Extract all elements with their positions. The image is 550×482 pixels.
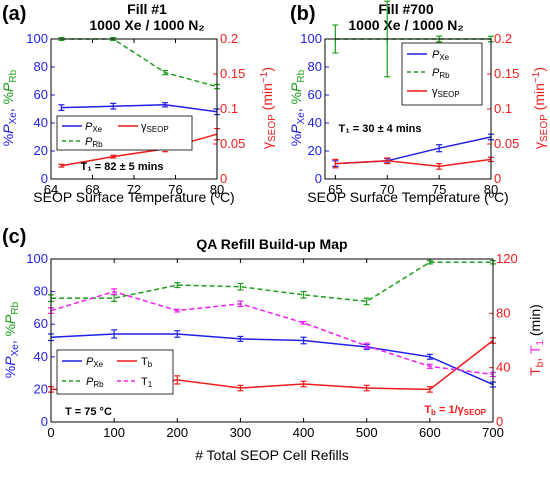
y-right-tick-label: 0.2 bbox=[220, 31, 238, 46]
panel-b-subtitle: 1000 Xe / 1000 N₂ bbox=[348, 17, 463, 33]
y-right-tick-label: 0 bbox=[496, 414, 503, 429]
panel-b: (b) Fill #700 1000 Xe / 1000 N₂ %PXe, %P… bbox=[288, 0, 550, 205]
y-right-tick-label: 40 bbox=[496, 360, 510, 375]
panel-c-annotation-temp: T = 75 °C bbox=[65, 406, 112, 418]
y-left-tick-label: 40 bbox=[308, 115, 322, 130]
y-right-tick-label: 0.1 bbox=[220, 101, 238, 116]
legend-label-prb: PRb bbox=[86, 376, 104, 389]
panel-a-plot-frame bbox=[50, 38, 218, 180]
y-right-tick-label: 120 bbox=[496, 251, 518, 266]
y-left-tick-label: 40 bbox=[34, 115, 48, 130]
panel-b-ylabel-right: γSEOP (min−1) bbox=[531, 67, 550, 149]
panel-a-legend-box bbox=[56, 115, 193, 151]
y-right-tick-label: 0 bbox=[220, 171, 227, 186]
x-tick-label: 200 bbox=[166, 425, 188, 440]
panel-c-legend-box bbox=[56, 349, 174, 395]
x-tick-label: 72 bbox=[127, 182, 141, 197]
x-tick-label: 600 bbox=[419, 425, 441, 440]
panel-a-ylabel-left: %PXe, %PRb bbox=[0, 69, 19, 146]
y-right-tick-label: 0 bbox=[494, 171, 501, 186]
y-right-tick-label: 0.15 bbox=[220, 66, 245, 81]
panel-c-legend: PXe Tb PRb T1 bbox=[56, 349, 174, 395]
y-left-tick-label: 0 bbox=[41, 414, 48, 429]
y-left-tick-label: 20 bbox=[34, 381, 48, 396]
y-right-tick-label: 0.05 bbox=[494, 136, 519, 151]
panel-c: (c) QA Refill Build-up Map %PXe, %PRb Tb… bbox=[2, 226, 546, 463]
y-left-tick-label: 20 bbox=[308, 143, 322, 158]
panel-b-annotation: T₁ = 30 ± 4 mins bbox=[338, 123, 421, 135]
legend-label-pxe: PXe bbox=[432, 49, 450, 62]
x-tick-label: 75 bbox=[432, 182, 446, 197]
panel-c-xlabel: # Total SEOP Cell Refills bbox=[195, 447, 349, 463]
series-line-pxe bbox=[61, 104, 218, 113]
x-tick-label: 65 bbox=[328, 182, 342, 197]
y-right-tick-label: 0.1 bbox=[494, 101, 512, 116]
legend-label-prb: PRb bbox=[85, 136, 103, 149]
x-tick-label: 100 bbox=[103, 425, 125, 440]
panel-c-ylabel-right: Tb, T1 (min) bbox=[527, 304, 546, 376]
x-tick-label: 76 bbox=[168, 182, 182, 197]
x-tick-label: 68 bbox=[85, 182, 99, 197]
legend-label-pxe: PXe bbox=[86, 356, 104, 369]
x-tick-label: 700 bbox=[482, 425, 504, 440]
series-line-prb bbox=[51, 261, 493, 303]
panel-a-label: (a) bbox=[2, 3, 26, 25]
x-tick-label: 64 bbox=[44, 182, 58, 197]
legend-label-gamma: γSEOP bbox=[141, 121, 169, 134]
panel-a-annotation: T₁ = 82 ± 5 mins bbox=[80, 161, 163, 173]
x-tick-label: 400 bbox=[293, 425, 315, 440]
panel-a: (a) Fill #1 1000 Xe / 1000 N₂ %PXe, %PRb… bbox=[0, 1, 278, 205]
panel-a-legend: PXe γSEOP PRb bbox=[56, 115, 193, 151]
y-right-tick-label: 0.05 bbox=[220, 136, 245, 151]
y-left-tick-label: 60 bbox=[308, 87, 322, 102]
legend-label-prb: PRb bbox=[432, 67, 450, 80]
y-left-tick-label: 20 bbox=[34, 143, 48, 158]
y-left-tick-label: 40 bbox=[34, 349, 48, 364]
panel-b-label: (b) bbox=[290, 3, 316, 25]
x-tick-label: 300 bbox=[230, 425, 252, 440]
series-line-seop bbox=[335, 158, 492, 168]
panel-b-title: Fill #700 bbox=[378, 1, 433, 17]
series-line-pxe bbox=[335, 136, 492, 165]
legend-label-pxe: PXe bbox=[85, 121, 103, 134]
y-left-tick-label: 100 bbox=[300, 31, 322, 46]
panel-a-title: Fill #1 bbox=[127, 1, 167, 17]
panel-b-plot-frame bbox=[324, 38, 492, 180]
x-tick-label: 500 bbox=[356, 425, 378, 440]
x-tick-label: 80 bbox=[210, 182, 224, 197]
x-tick-label: 70 bbox=[380, 182, 394, 197]
x-tick-label: 80 bbox=[484, 182, 498, 197]
y-left-tick-label: 80 bbox=[34, 59, 48, 74]
panel-a-xlabel: SEOP Surface Temperature (ºC) bbox=[33, 189, 234, 205]
panel-c-ylabel-left: %PXe, %PRb bbox=[2, 301, 21, 378]
y-left-tick-label: 0 bbox=[41, 171, 48, 186]
y-left-tick-label: 0 bbox=[315, 171, 322, 186]
y-right-tick-label: 80 bbox=[496, 305, 510, 320]
panel-b-ylabel-left: %PXe, %PRb bbox=[288, 69, 307, 146]
series-line-t1 bbox=[50, 290, 494, 376]
series-line-pxe bbox=[50, 333, 494, 386]
panel-b-xlabel: SEOP Surface Temperature (ºC) bbox=[307, 189, 508, 205]
panel-a-subtitle: 1000 Xe / 1000 N₂ bbox=[89, 17, 204, 33]
legend-label-t1: T1 bbox=[141, 376, 153, 389]
y-right-tick-label: 0.15 bbox=[494, 66, 519, 81]
y-left-tick-label: 60 bbox=[34, 87, 48, 102]
panel-c-title: QA Refill Build-up Map bbox=[196, 236, 347, 252]
panel-a-ylabel-right: γSEOP (min−1) bbox=[259, 67, 278, 149]
y-left-tick-label: 80 bbox=[308, 59, 322, 74]
panel-c-plot-frame bbox=[50, 258, 494, 423]
y-left-tick-label: 60 bbox=[34, 316, 48, 331]
panel-c-annotation-tb: Tb = 1/γSEOP bbox=[424, 404, 486, 417]
legend-label-gamma: γSEOP bbox=[432, 86, 460, 99]
panel-b-legend: PXe PRb γSEOP bbox=[401, 42, 483, 106]
y-left-tick-label: 80 bbox=[34, 284, 48, 299]
x-tick-label: 0 bbox=[47, 425, 54, 440]
legend-label-tb: Tb bbox=[141, 356, 153, 369]
panel-c-label: (c) bbox=[2, 226, 26, 248]
y-right-tick-label: 0.2 bbox=[494, 31, 512, 46]
series-line-prb bbox=[61, 38, 218, 88]
y-left-tick-label: 100 bbox=[26, 31, 48, 46]
y-left-tick-label: 100 bbox=[26, 251, 48, 266]
